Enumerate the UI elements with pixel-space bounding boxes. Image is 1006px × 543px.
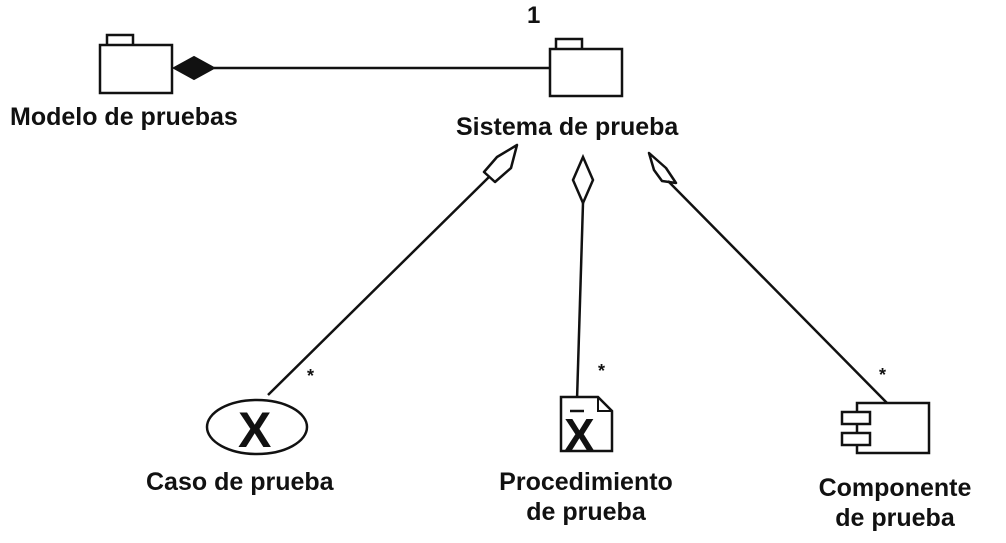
aggregation-line-case [267,176,490,396]
test-model-label: Modelo de pruebas [10,103,238,131]
document-icon: X [559,395,614,461]
multiplicity-case: * [307,366,315,386]
package-icon-test-model [98,33,174,95]
test-system-label: Sistema de prueba [456,113,679,141]
test-component-label: Componente de prueba [800,473,990,533]
aggregation-diamond-component [647,151,678,185]
component-icon [840,401,931,455]
test-component-label-line2: de prueba [835,504,955,532]
test-procedure-label-line1: Procedimiento [499,468,673,496]
aggregation-line-procedure [575,202,585,401]
test-case-ellipse-icon: X [205,398,309,458]
composition-diamond [171,55,217,81]
multiplicity-component: * [879,365,887,385]
aggregation-diamond-case [482,143,519,184]
test-procedure-label-line2: de prueba [526,498,646,526]
multiplicity-procedure: * [598,361,606,381]
test-procedure-glyph: X [564,409,595,461]
test-procedure-label: Procedimiento de prueba [476,467,696,527]
multiplicity-system: 1 [527,2,541,29]
test-case-glyph: X [238,402,271,458]
test-component-label-line1: Componente [818,474,972,502]
aggregation-diamond-procedure [571,153,595,207]
package-icon-test-system [548,37,624,98]
aggregation-line-component [667,180,889,405]
test-case-label: Caso de prueba [146,468,334,496]
